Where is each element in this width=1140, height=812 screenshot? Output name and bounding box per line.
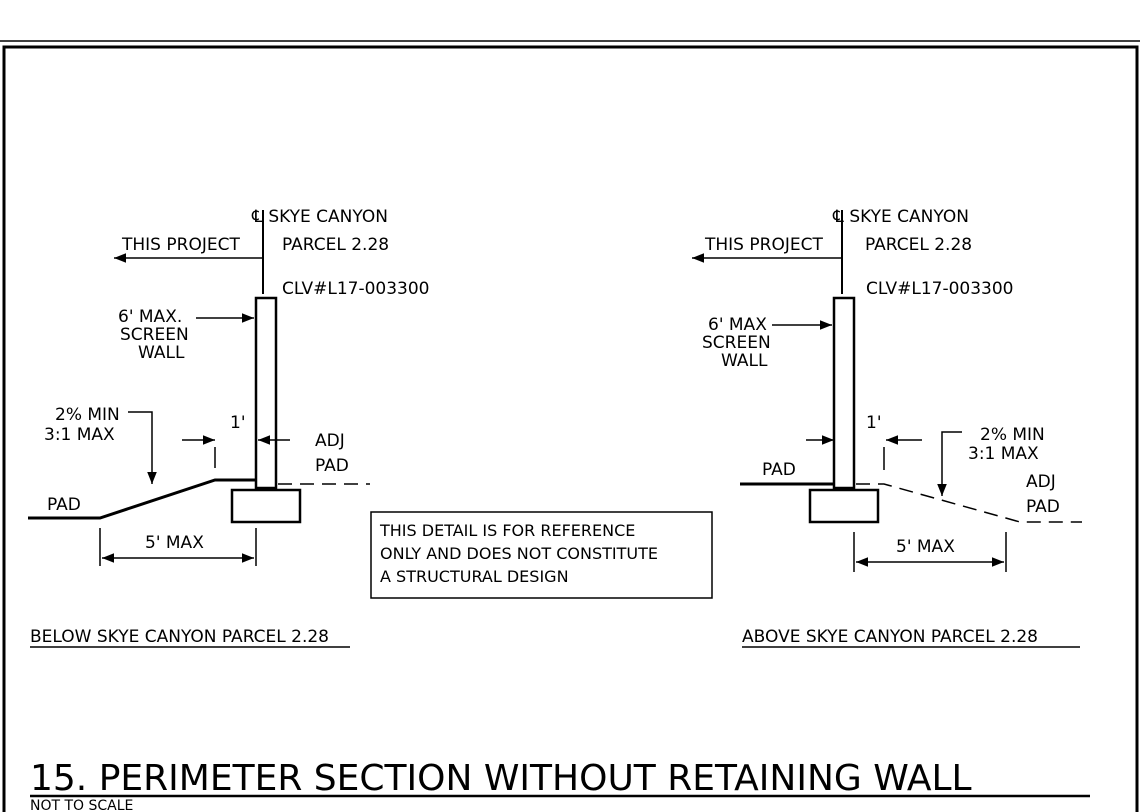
reference-note: THIS DETAIL IS FOR REFERENCE ONLY AND DO… — [370, 511, 713, 599]
reference-note-box — [370, 511, 713, 599]
sheet-frame — [2, 45, 1139, 812]
left-slope-leader — [128, 411, 157, 484]
left-this-project-label: THIS PROJECT — [121, 235, 240, 255]
right-slope-leader — [937, 431, 962, 496]
right-footing — [808, 488, 880, 524]
right-parcel-label: PARCEL 2.28 — [865, 235, 972, 255]
left-footing — [230, 488, 302, 524]
left-detail: ℄ SKYE CANYON PARCEL 2.28 THIS PROJECT C… — [28, 207, 429, 648]
right-screen-wall — [832, 296, 856, 490]
reference-note-line-2: ONLY AND DOES NOT CONSTITUTE — [380, 544, 658, 563]
left-caption: BELOW SKYE CANYON PARCEL 2.28 — [30, 627, 329, 647]
right-detail: ℄ SKYE CANYON PARCEL 2.28 THIS PROJECT C… — [692, 207, 1082, 648]
left-adj-pad-label: PAD — [315, 456, 349, 476]
left-grade-line — [28, 478, 256, 520]
left-adj-label: ADJ — [315, 431, 345, 451]
right-this-project-label: THIS PROJECT — [704, 235, 823, 255]
right-clv-label: CLV#L17-003300 — [866, 279, 1013, 299]
right-adj-pad-label: PAD — [1026, 497, 1060, 517]
right-pl-label: ℄ SKYE CANYON — [832, 207, 969, 227]
right-width-label: 5' MAX — [896, 537, 955, 557]
left-offset-label: 1' — [230, 413, 246, 433]
left-width-label: 5' MAX — [145, 533, 204, 553]
left-wall-label-1: 6' MAX. — [118, 307, 182, 327]
right-offset-label: 1' — [866, 413, 882, 433]
left-screen-wall — [254, 296, 278, 490]
right-adj-label: ADJ — [1026, 472, 1056, 492]
left-parcel-label: PARCEL 2.28 — [282, 235, 389, 255]
left-clv-label: CLV#L17-003300 — [282, 279, 429, 299]
reference-note-line-3: A STRUCTURAL DESIGN — [380, 567, 569, 586]
right-wall-label-1: 6' MAX — [708, 315, 767, 335]
right-pad-label: PAD — [762, 460, 796, 480]
right-caption: ABOVE SKYE CANYON PARCEL 2.28 — [742, 627, 1038, 647]
right-slope-label-2: 3:1 MAX — [968, 444, 1039, 464]
left-pl-label: ℄ SKYE CANYON — [251, 207, 388, 227]
reference-note-line-1: THIS DETAIL IS FOR REFERENCE — [379, 521, 635, 540]
left-wall-label-3: WALL — [138, 343, 185, 363]
left-wall-label-2: SCREEN — [120, 325, 189, 345]
left-slope-label-2: 3:1 MAX — [44, 425, 115, 445]
right-wall-label-3: WALL — [721, 351, 768, 371]
left-slope-label-1: 2% MIN — [55, 405, 120, 425]
sheet-title: 15. PERIMETER SECTION WITHOUT RETAINING … — [30, 758, 972, 799]
right-slope-label-1: 2% MIN — [980, 425, 1045, 445]
right-adj-grade — [856, 483, 1082, 523]
right-wall-label-2: SCREEN — [702, 333, 771, 353]
left-pad-label: PAD — [47, 495, 81, 515]
sheet-subtitle: NOT TO SCALE — [30, 798, 133, 812]
